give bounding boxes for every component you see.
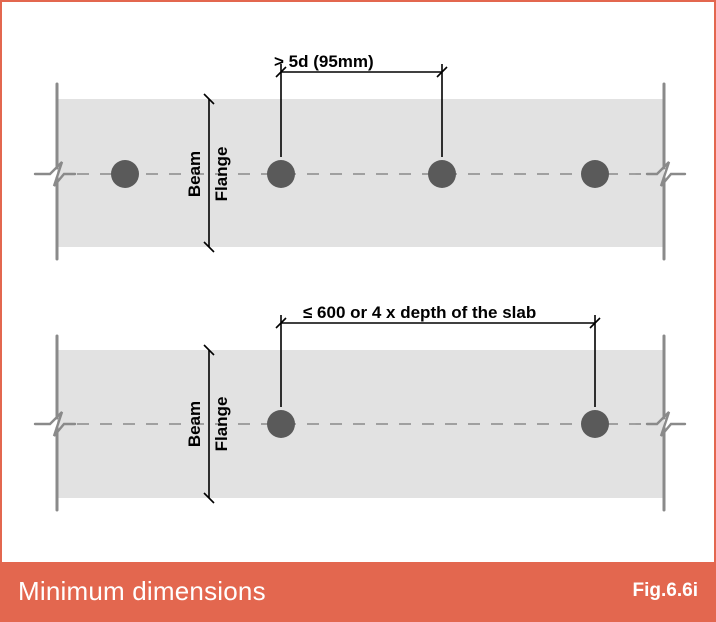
figure-number: Fig.6.6i bbox=[632, 580, 698, 601]
stud-spacing-label: > 5d (95mm) bbox=[274, 52, 374, 71]
right-break-mark bbox=[645, 334, 687, 512]
left-break-mark bbox=[33, 334, 77, 512]
right-break-mark bbox=[645, 82, 687, 261]
left-break-mark bbox=[33, 82, 77, 261]
shear-stud bbox=[267, 160, 295, 188]
stud-spacing-dimension bbox=[275, 64, 448, 157]
figure-caption-bar: Minimum dimensions Fig.6.6i bbox=[2, 562, 714, 620]
shear-stud bbox=[267, 410, 295, 438]
beam-label: Beam bbox=[185, 401, 204, 447]
stud-spacing-dimension bbox=[275, 315, 601, 407]
top-panel: Beam Flange > 5d (95mm) bbox=[33, 52, 687, 261]
shear-stud bbox=[111, 160, 139, 188]
diagram-canvas: Beam Flange > 5d (95mm) bbox=[33, 52, 687, 512]
flange-label: Flange bbox=[212, 147, 231, 202]
beam-flange-band bbox=[57, 99, 664, 247]
beam-label: Beam bbox=[185, 151, 204, 197]
bottom-panel: Beam Flange ≤ 600 or 4 x depth of the sl… bbox=[33, 303, 687, 512]
shear-stud bbox=[581, 160, 609, 188]
stud-spacing-label: ≤ 600 or 4 x depth of the slab bbox=[303, 303, 536, 322]
flange-depth-dimension bbox=[203, 344, 215, 504]
shear-stud bbox=[428, 160, 456, 188]
shear-stud bbox=[581, 410, 609, 438]
flange-depth-dimension bbox=[203, 93, 215, 253]
figure-title: Minimum dimensions bbox=[18, 575, 266, 606]
flange-label: Flange bbox=[212, 397, 231, 452]
